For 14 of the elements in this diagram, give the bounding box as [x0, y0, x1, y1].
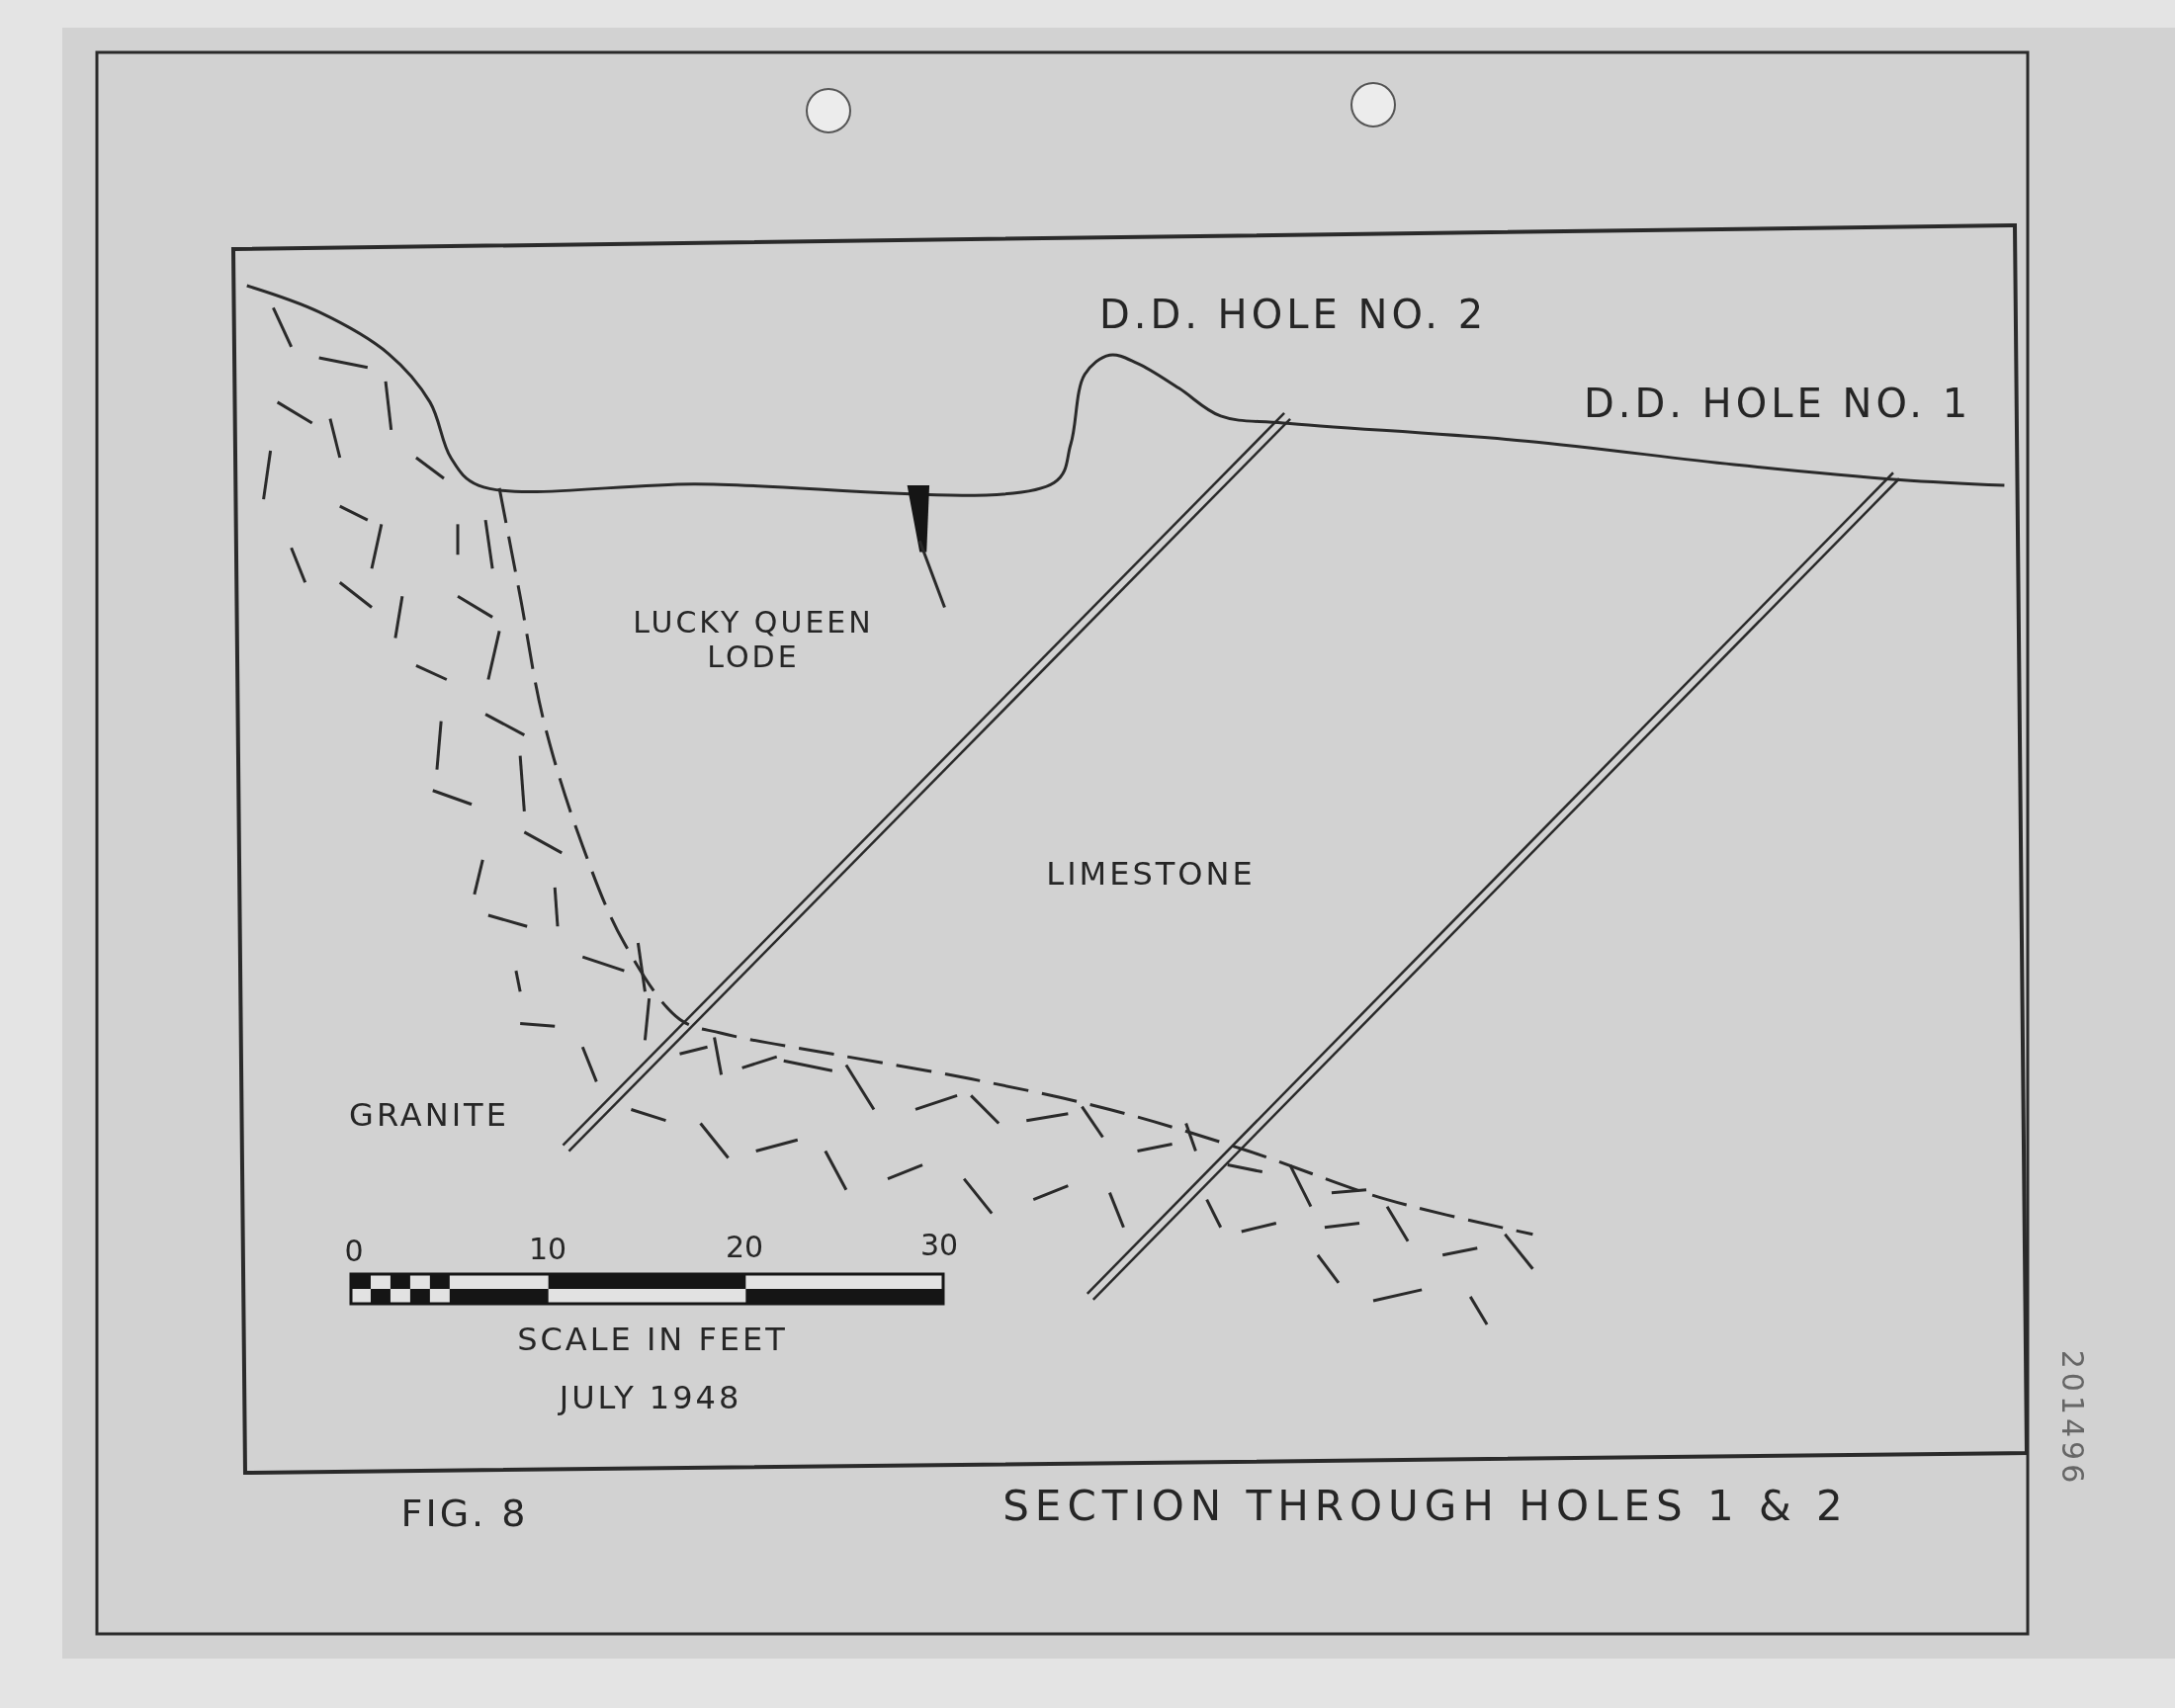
figure-number: FIG. 8 — [400, 1493, 529, 1536]
lode-label: LUCKY QUEEN LODE — [632, 605, 875, 674]
rock-label: LIMESTONE — [1046, 855, 1256, 893]
rock-label: GRANITE — [349, 1096, 509, 1134]
scale-caption: SCALE IN FEET — [517, 1321, 788, 1358]
archive-number: 201496 — [2054, 1349, 2090, 1488]
scale-number: 30 — [919, 1228, 959, 1263]
scale-number: 10 — [528, 1232, 567, 1267]
title: SECTION THROUGH HOLES 1 & 2 — [1002, 1482, 1849, 1531]
hole-label: D.D. HOLE NO. 1 — [1583, 381, 1972, 426]
date-label: JULY 1948 — [559, 1379, 742, 1416]
scale-number: 20 — [725, 1230, 764, 1265]
scale-number: 0 — [344, 1234, 364, 1269]
hole-label: D.D. HOLE NO. 2 — [1098, 292, 1488, 337]
